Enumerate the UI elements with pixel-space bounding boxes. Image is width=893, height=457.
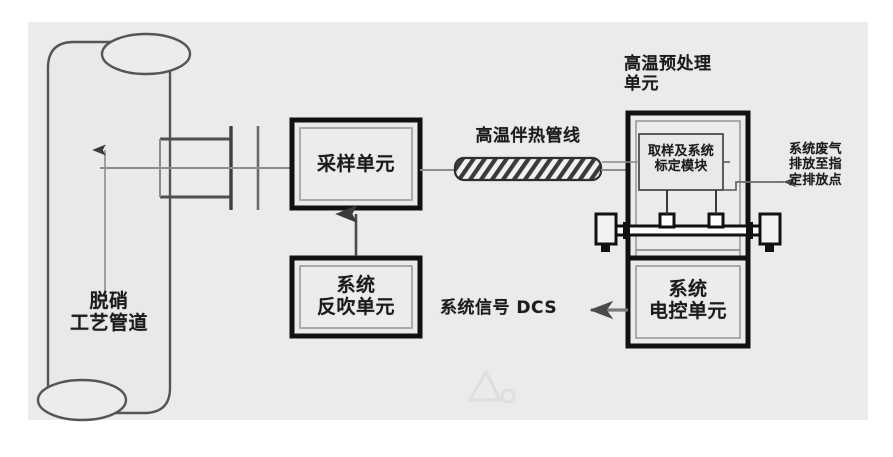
sampling-unit-label: 采样单元	[316, 153, 395, 175]
valve-manifold-assembly	[594, 190, 782, 252]
exhaust-label: 系统废气 排放至指 定排放点	[789, 142, 842, 188]
heated-line-label: 高温伴热管线	[475, 126, 581, 146]
exhaust-leader-line	[723, 161, 797, 191]
calibration-module-label: 取样及系统 标定模块	[647, 144, 714, 175]
electrical-control-unit-label: 系统 电控单元	[648, 278, 727, 323]
pretreatment-unit-title-label: 高温预处理 单元	[624, 54, 712, 95]
sample-probe-flange	[100, 126, 292, 210]
dcs-signal-label: 系统信号 DCS	[440, 298, 558, 318]
process-duct-shape	[36, 32, 192, 422]
watermark	[467, 368, 516, 404]
process-duct-label: 脱硝 工艺管道	[69, 290, 148, 335]
backblow-unit-label: 系统 反吹单元	[316, 274, 395, 319]
backblow-unit-box[interactable]	[289, 255, 423, 339]
electrical-control-unit-box[interactable]	[625, 255, 751, 349]
heated-sample-line	[420, 156, 634, 182]
